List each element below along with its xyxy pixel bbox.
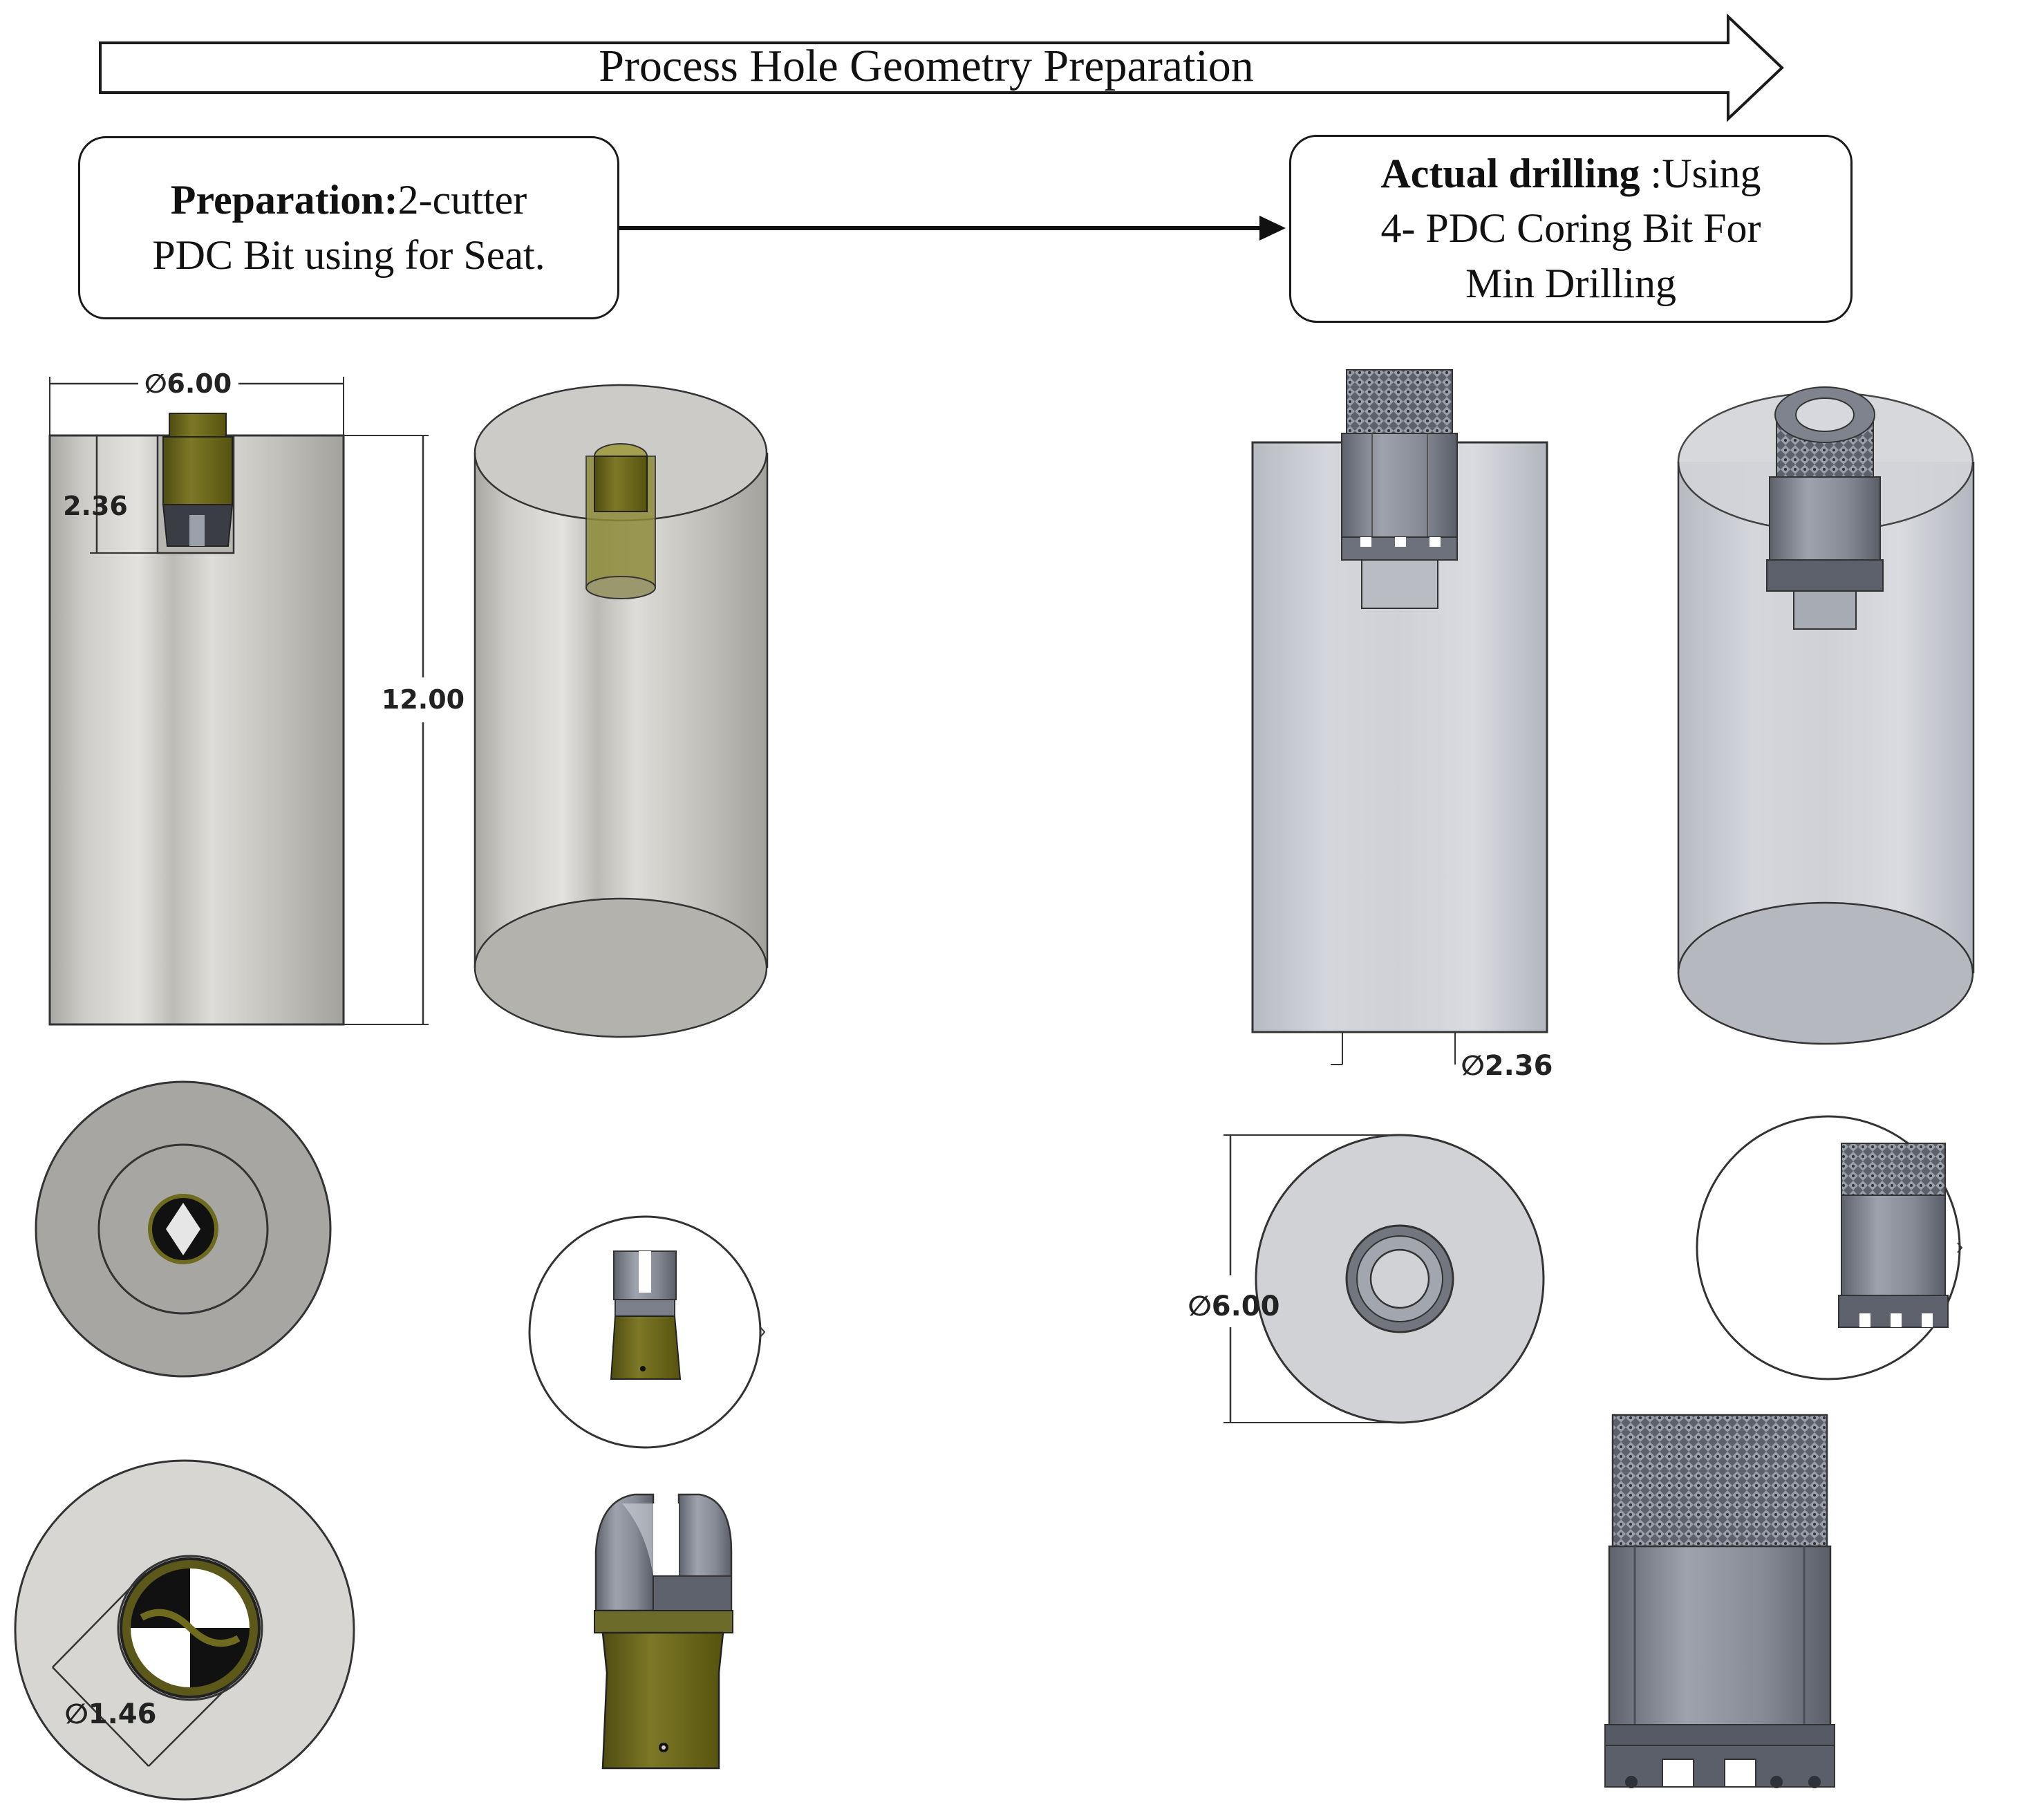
right-bit-circle-detail [1696,1115,1963,1380]
dim-right-dia: ∅6.00 [1188,1291,1280,1322]
right-front-view: ∅2.36 [1251,369,1553,1082]
dim-left-height: 12.00 [382,684,465,715]
preparation-box-bold: Preparation: [170,177,398,223]
banner-text: Process Hole Geometry Preparation [599,41,1254,91]
left-bottom-view: ∅1.46 [14,1459,355,1801]
left-2-cutter-bit [594,1493,733,1770]
left-front-view: ∅6.00 2.36 12.00 [48,368,465,1026]
preparation-box: Preparation:2-cutter PDC Bit using for S… [78,136,619,319]
preparation-box-line2: PDC Bit using for Seat. [152,232,545,278]
left-bit-circle-detail [528,1215,766,1449]
process-banner-arrow: Process Hole Geometry Preparation [99,13,1784,122]
left-iso-cylinder [474,384,769,1038]
right-iso-cylinder [1677,386,1975,1045]
dim-left-bit-dia: ∅1.46 [65,1698,157,1730]
dim-left-depth: 2.36 [63,491,128,521]
actual-drilling-box-line3: Min Drilling [1465,260,1676,306]
right-top-view: ∅6.00 [1188,1134,1545,1424]
dim-right-depth-dia: ∅2.36 [1461,1050,1553,1082]
preparation-box-line1: Preparation:2-cutter [171,173,527,227]
actual-drilling-box: Actual drilling :Using 4- PDC Coring Bit… [1289,135,1853,323]
actual-drilling-box-bold: Actual drilling [1380,151,1640,197]
dim-left-width: ∅6.00 [144,368,232,399]
left-top-view [35,1080,332,1378]
actual-drilling-box-rest: :Using [1640,151,1761,197]
actual-drilling-box-line2: 4- PDC Coring Bit For [1380,205,1761,252]
actual-drilling-box-line1: Actual drilling :Using [1380,147,1761,201]
preparation-box-rest: 2-cutter [397,177,527,223]
connector-arrow [619,216,1286,241]
right-4-pdc-coring-bit [1604,1414,1835,1788]
